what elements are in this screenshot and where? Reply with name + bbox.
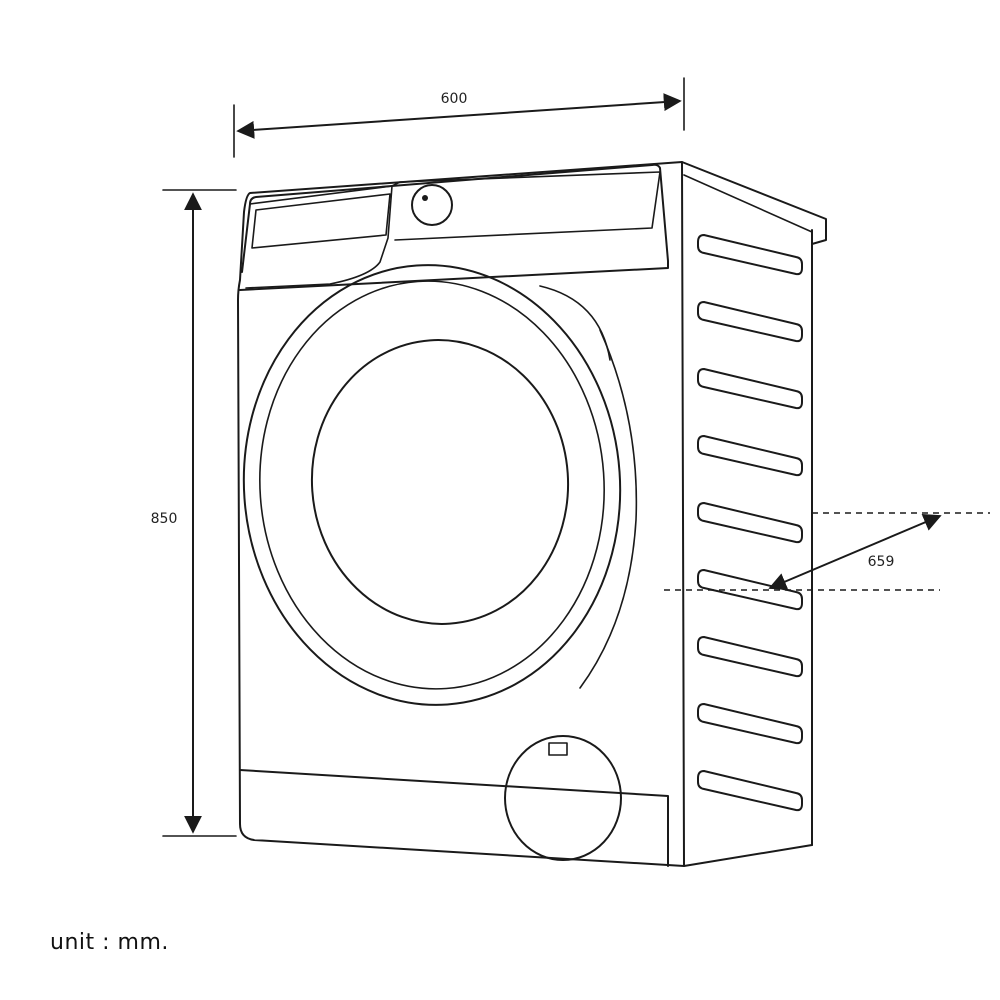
depth-dimension: 659 xyxy=(664,512,990,591)
depth-label: 659 xyxy=(868,554,895,570)
door-top-rim xyxy=(539,285,611,361)
top-edge xyxy=(681,161,827,245)
height-dimension: 850 xyxy=(151,189,237,837)
bottom-plinth-line xyxy=(239,769,669,867)
detergent-drawer xyxy=(245,185,393,289)
side-bottom-edge xyxy=(683,844,813,867)
door-outer-ring xyxy=(242,264,622,706)
width-dimension: 600 xyxy=(233,77,685,158)
filter-cover xyxy=(504,735,622,861)
door-middle-ring xyxy=(259,280,605,690)
side-vent-slot xyxy=(697,502,803,544)
side-vent-slot xyxy=(697,703,803,745)
unit-label: unit : mm. xyxy=(50,930,169,955)
display-panel xyxy=(391,171,661,241)
control-panel xyxy=(239,163,669,291)
side-vent-slot xyxy=(697,368,803,410)
filter-cover-tab xyxy=(548,742,568,756)
depth-arrow xyxy=(768,514,942,590)
side-vents xyxy=(697,234,803,812)
side-top-inner-edge xyxy=(683,174,813,233)
side-vent-slot xyxy=(697,301,803,343)
side-vent-slot xyxy=(697,636,803,678)
detergent-drawer-front xyxy=(251,193,391,249)
side-vent-slot xyxy=(697,569,803,611)
program-dial-icon xyxy=(411,184,453,226)
side-vent-slot xyxy=(697,770,803,812)
front-panel xyxy=(237,161,685,867)
machine-body xyxy=(237,161,827,867)
side-vent-slot xyxy=(697,234,803,276)
height-label: 850 xyxy=(151,511,178,527)
width-arrow xyxy=(236,93,682,139)
door-glass xyxy=(310,339,570,625)
program-dial-indicator xyxy=(422,195,428,201)
side-vent-slot xyxy=(697,435,803,477)
door-hinge-rim xyxy=(579,329,638,689)
width-label: 600 xyxy=(441,91,468,107)
